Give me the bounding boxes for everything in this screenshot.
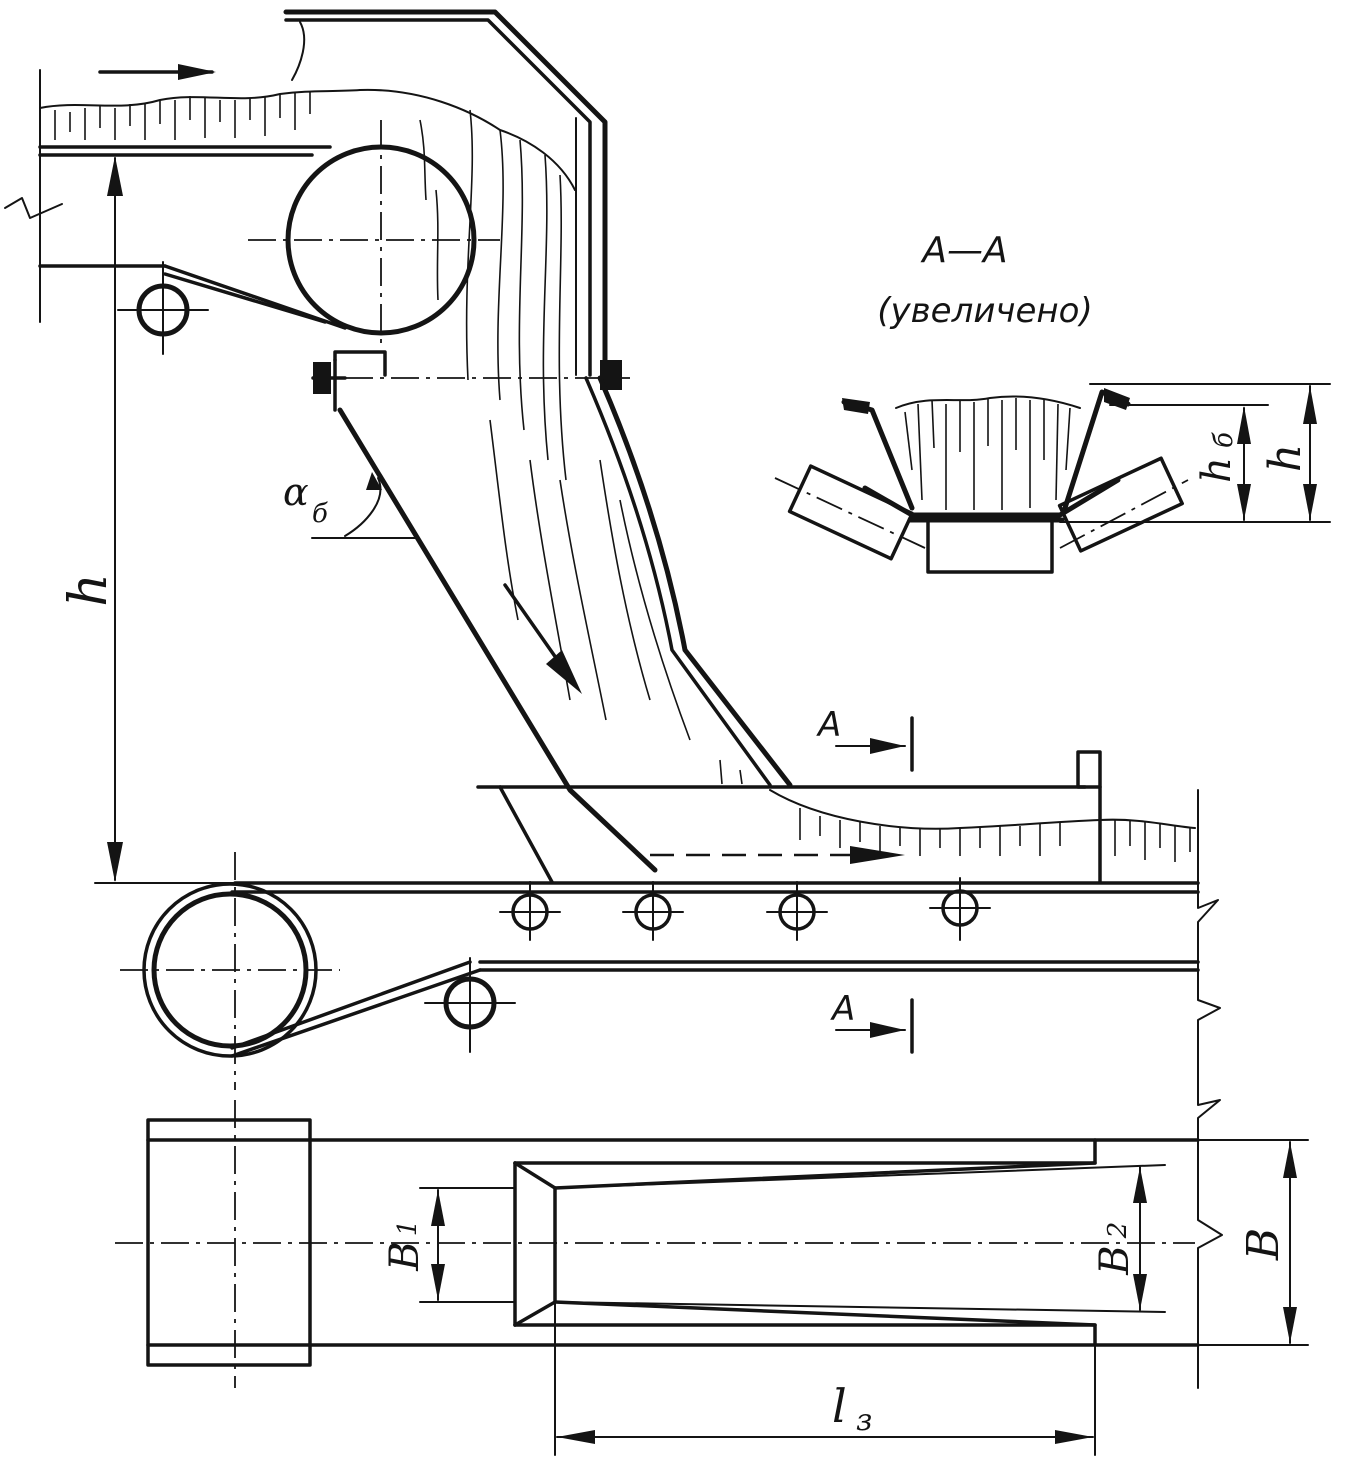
carrying-idlers [499, 877, 991, 941]
inlet-width-label: B [382, 1241, 428, 1271]
chute-length-subscript: з [856, 1403, 872, 1438]
section-mark-lower: А [830, 989, 855, 1029]
lower-chute [337, 375, 1102, 884]
chute-length-label: l [832, 1379, 847, 1433]
section-markers [835, 716, 914, 1054]
flange-bolt-right [600, 360, 622, 390]
trough-angle-subscript: б [312, 499, 328, 529]
trough-angle [311, 472, 419, 539]
falling-material [359, 88, 691, 741]
section-subtitle: (увеличено) [877, 291, 1092, 331]
belt-width-label: B [1238, 1228, 1289, 1261]
section-material-height-label: h [1194, 457, 1240, 483]
trough-angle-label: α [283, 470, 309, 514]
transfer-hood [283, 9, 608, 378]
drop-height-label: h [59, 573, 119, 607]
section-material-height-subscript: б [1209, 432, 1239, 448]
plan-view [115, 1100, 1309, 1456]
lower-material [719, 759, 1196, 862]
section-mark-upper: А [816, 705, 841, 745]
outlet-width-label: B [1092, 1245, 1138, 1275]
drop-height-dimension [107, 156, 123, 882]
section-view [774, 383, 1331, 574]
section-title: А—А [920, 230, 1007, 271]
center-roller [926, 518, 1054, 574]
hood-flange [311, 350, 630, 412]
inlet-width-subscript: 1 [393, 1220, 423, 1237]
lower-conveyor [94, 789, 1223, 1389]
left-wing-roller [787, 464, 914, 561]
outlet-width-subscript: 2 [1103, 1222, 1133, 1240]
section-height-label: h [1260, 444, 1311, 472]
upper-conveyor [4, 64, 500, 355]
upper-material-hatch [54, 92, 311, 140]
